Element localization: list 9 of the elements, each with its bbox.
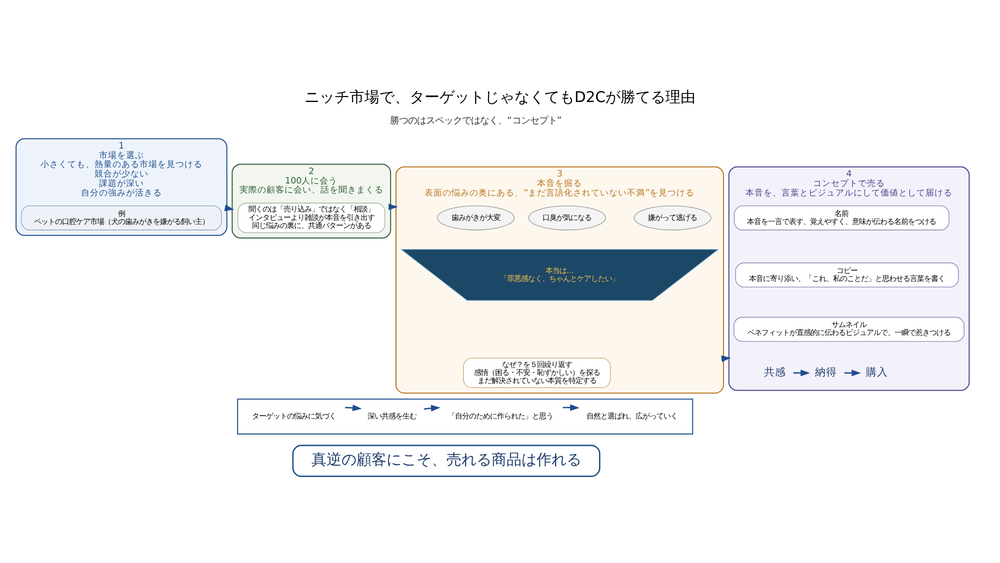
node-text: 納得 bbox=[815, 365, 838, 378]
node-box: 真逆の顧客にこそ、売れる商品は作れる bbox=[292, 444, 600, 476]
cluster bbox=[237, 398, 694, 434]
label: 勝つのはスペックではなく、“コンセプト” bbox=[390, 115, 562, 126]
arrow bbox=[424, 404, 440, 411]
arrow bbox=[345, 404, 362, 411]
node-text: 購入 bbox=[866, 365, 888, 378]
diagram-title: ニッチ市場で、ターゲットじゃなくてもD2Cが勝てる理由 bbox=[304, 88, 696, 106]
node-text: 共感 bbox=[764, 365, 786, 378]
